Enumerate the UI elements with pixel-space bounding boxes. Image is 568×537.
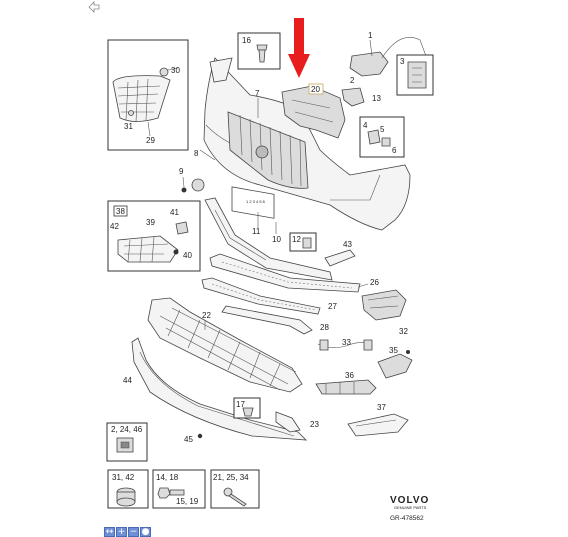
callout-11: 11 bbox=[252, 227, 261, 236]
callout-26: 26 bbox=[370, 278, 379, 287]
fit-icon[interactable]: ↔ bbox=[104, 527, 115, 537]
callout-36: 36 bbox=[345, 371, 354, 380]
callout-23: 23 bbox=[310, 420, 319, 429]
part-27: 27 bbox=[201, 277, 337, 315]
callout-10: 10 bbox=[272, 235, 281, 244]
diagram-ref: GR-478562 bbox=[390, 515, 424, 522]
logo-text: VOLVO bbox=[390, 495, 429, 506]
callout-8: 8 bbox=[194, 149, 199, 158]
box-2-24-46: 2, 24, 46 bbox=[106, 422, 148, 462]
bumper-cover: 1 2 3 4 5 6 7 8 bbox=[194, 57, 411, 231]
part-9: 9 bbox=[179, 167, 205, 193]
box-21-25-34: 21, 25, 34 bbox=[210, 469, 260, 509]
box-label-2-24-46: 2, 24, 46 bbox=[111, 425, 143, 434]
callout-31: 31 bbox=[124, 122, 133, 131]
callout-30: 30 bbox=[171, 66, 180, 75]
callout-9: 9 bbox=[179, 167, 184, 176]
part-22: 22 bbox=[147, 297, 303, 393]
callout-5: 5 bbox=[380, 125, 385, 134]
callout-35: 35 bbox=[389, 346, 398, 355]
back-icon[interactable] bbox=[88, 0, 100, 13]
zoom-out-icon[interactable]: − bbox=[128, 527, 139, 537]
part-10: 10 bbox=[272, 222, 281, 244]
callout-17: 17 bbox=[236, 400, 245, 409]
bracket-20: 20 bbox=[281, 83, 346, 139]
box-31-42: 31, 42 bbox=[107, 469, 149, 509]
plate-text: 1 2 3 4 5 6 bbox=[246, 199, 266, 204]
box-4-5-6: 4 5 6 bbox=[359, 116, 405, 158]
part-37: 37 bbox=[347, 403, 409, 437]
callout-43: 43 bbox=[343, 240, 352, 249]
callout-7: 7 bbox=[255, 89, 260, 98]
part-35: 35 bbox=[377, 346, 413, 379]
box-12: 12 bbox=[289, 232, 317, 252]
box-label-31-42: 31, 42 bbox=[112, 473, 135, 482]
callout-27: 27 bbox=[328, 302, 337, 311]
callout-3: 3 bbox=[400, 57, 405, 66]
callout-12: 12 bbox=[292, 235, 301, 244]
callout-42: 42 bbox=[110, 222, 119, 231]
part-23: 23 bbox=[275, 411, 319, 433]
volvo-logo: VOLVO GENUINE PARTS bbox=[390, 495, 429, 510]
part-33: 33 bbox=[317, 338, 373, 351]
box-label-21-25-34: 21, 25, 34 bbox=[213, 473, 249, 482]
callout-16: 16 bbox=[242, 36, 251, 45]
beam-upper bbox=[204, 197, 333, 281]
callout-28: 28 bbox=[320, 323, 329, 332]
callout-40: 40 bbox=[183, 251, 192, 260]
zoom-in-icon[interactable]: + bbox=[116, 527, 127, 537]
part-13: 13 bbox=[341, 87, 381, 107]
callout-6: 6 bbox=[392, 146, 397, 155]
box-14-18: 14, 18 15, 19 bbox=[152, 469, 206, 509]
part-26: 26 bbox=[209, 253, 379, 293]
reset-icon[interactable]: ● bbox=[140, 527, 151, 537]
box-17: 17 bbox=[233, 397, 261, 419]
callout-39: 39 bbox=[146, 218, 155, 227]
box-label-15-19: 15, 19 bbox=[176, 497, 199, 506]
zoom-toolbar: ↔ + − ● bbox=[104, 527, 151, 537]
callout-41: 41 bbox=[170, 208, 179, 217]
box-label-14-18: 14, 18 bbox=[156, 473, 179, 482]
part-36: 36 bbox=[315, 371, 377, 395]
part-43: 43 bbox=[324, 240, 356, 267]
box-16: 16 bbox=[237, 32, 281, 70]
callout-44: 44 bbox=[123, 376, 132, 385]
part-11: 11 bbox=[252, 212, 261, 236]
callout-38: 38 bbox=[116, 207, 125, 216]
callout-13: 13 bbox=[372, 94, 381, 103]
part-28: 28 bbox=[221, 305, 329, 335]
callout-4: 4 bbox=[363, 121, 368, 130]
callout-32: 32 bbox=[399, 327, 408, 336]
callout-22: 22 bbox=[202, 311, 211, 320]
part-32: 32 bbox=[361, 289, 408, 336]
box-29: 30 31 29 bbox=[107, 39, 189, 151]
callout-1: 1 bbox=[368, 31, 373, 40]
callout-20: 20 bbox=[311, 85, 320, 94]
callout-37: 37 bbox=[377, 403, 386, 412]
logo-subtext: GENUINE PARTS bbox=[394, 505, 427, 510]
callout-33: 33 bbox=[342, 338, 351, 347]
callout-2: 2 bbox=[350, 76, 355, 85]
box-3: 3 bbox=[396, 54, 434, 96]
box-38: 38 42 39 41 40 bbox=[107, 200, 201, 272]
highlight-arrow bbox=[288, 18, 310, 78]
part-1-2: 1 2 bbox=[349, 31, 427, 85]
callout-45: 45 bbox=[184, 435, 193, 444]
callout-29: 29 bbox=[146, 136, 155, 145]
